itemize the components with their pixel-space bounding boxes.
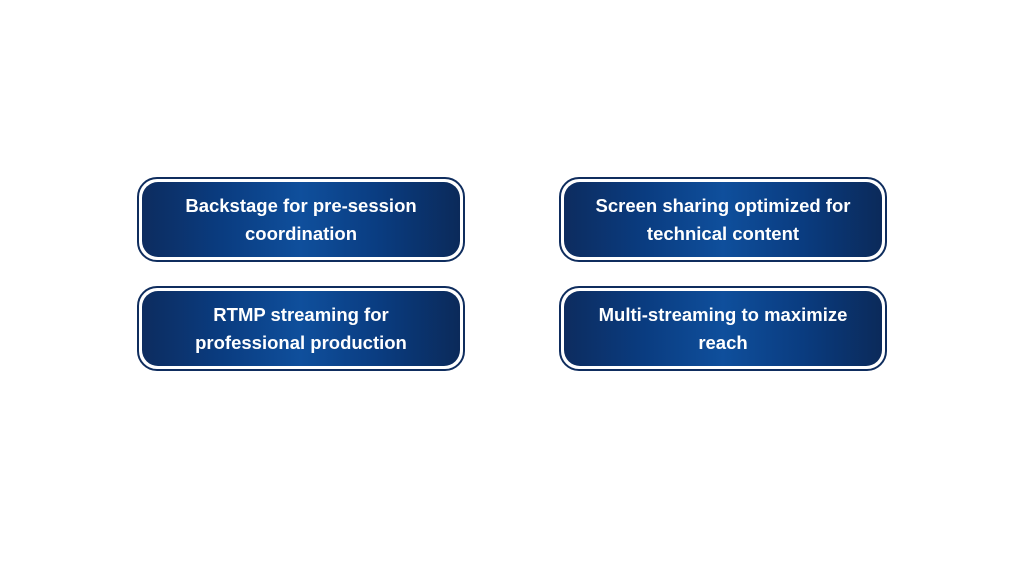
feature-card-body: Screen sharing optimized for technical c… bbox=[564, 182, 882, 257]
feature-card-screen-sharing: Screen sharing optimized for technical c… bbox=[559, 177, 887, 262]
feature-card-label: RTMP streaming for professional producti… bbox=[195, 303, 407, 353]
feature-card-multi-streaming: Multi-streaming to maximize reach bbox=[559, 286, 887, 371]
feature-card-label: Backstage for pre-session coordination bbox=[185, 194, 417, 244]
feature-card-label: Multi-streaming to maximize reach bbox=[598, 303, 848, 353]
feature-card-body: Multi-streaming to maximize reach bbox=[564, 291, 882, 366]
feature-card-body: Backstage for pre-session coordination bbox=[142, 182, 460, 257]
feature-card-backstage: Backstage for pre-session coordination bbox=[137, 177, 465, 262]
feature-card-rtmp-streaming: RTMP streaming for professional producti… bbox=[137, 286, 465, 371]
feature-card-body: RTMP streaming for professional producti… bbox=[142, 291, 460, 366]
feature-card-label: Screen sharing optimized for technical c… bbox=[595, 194, 851, 244]
